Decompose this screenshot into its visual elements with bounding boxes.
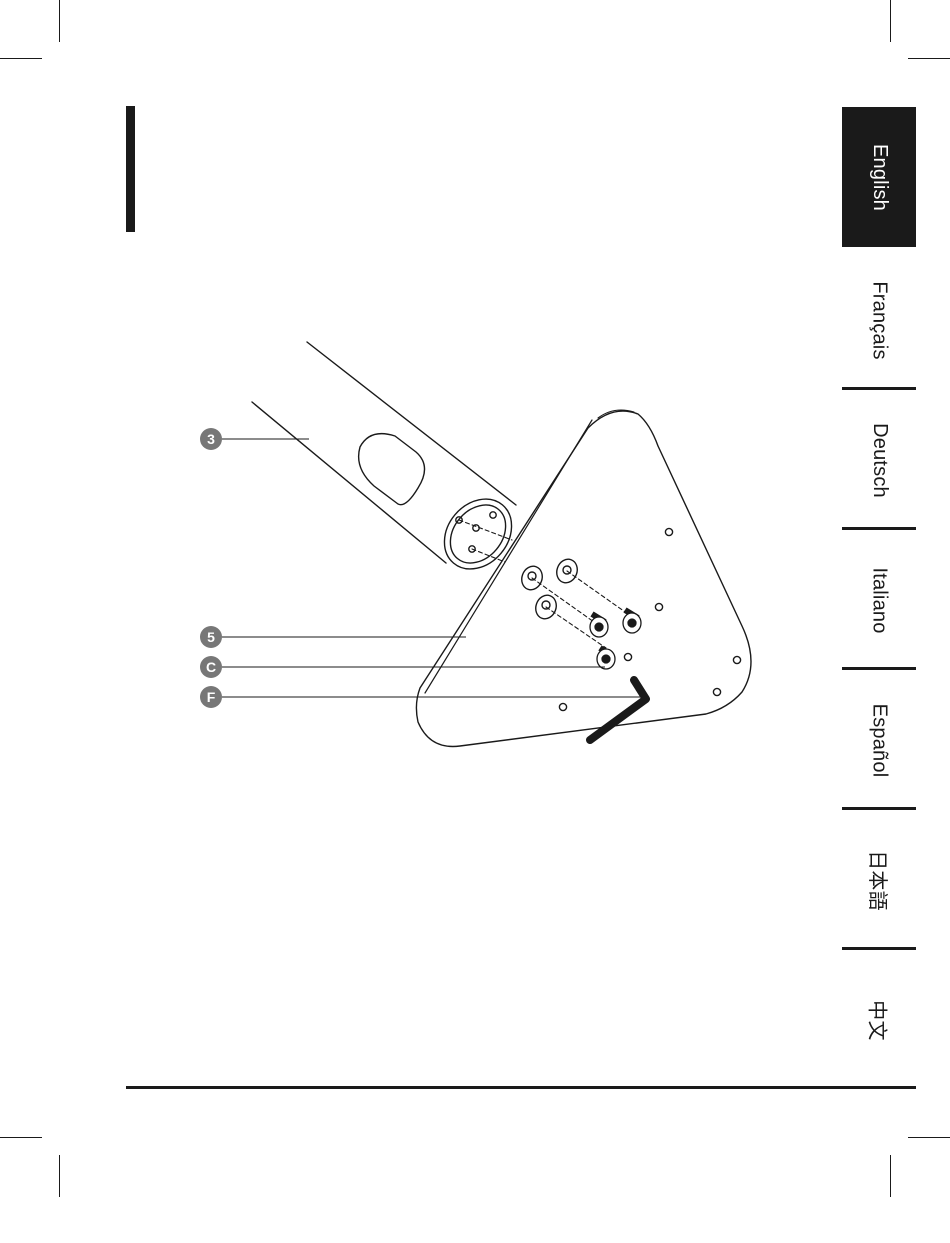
pole-screw-hole bbox=[490, 512, 496, 518]
mounting-hole bbox=[655, 603, 662, 610]
callout-label: F bbox=[207, 689, 216, 705]
mounting-hole bbox=[713, 688, 720, 695]
callout-screw: C bbox=[200, 656, 222, 678]
screw bbox=[590, 614, 608, 637]
mounting-hole bbox=[665, 528, 672, 535]
callout-label: 5 bbox=[207, 629, 215, 645]
mounting-hole bbox=[733, 656, 740, 663]
mounting-hole bbox=[559, 703, 566, 710]
callout-label: 3 bbox=[207, 431, 215, 447]
screw bbox=[597, 648, 615, 669]
mounting-hole bbox=[624, 653, 631, 660]
base-plate bbox=[416, 410, 751, 747]
pole-end-outer bbox=[431, 486, 526, 583]
screws bbox=[590, 610, 641, 669]
callout-leaders bbox=[222, 439, 641, 697]
screw bbox=[623, 610, 641, 633]
pole bbox=[252, 342, 525, 582]
callout-base: 5 bbox=[200, 626, 222, 648]
callout-label: C bbox=[206, 659, 216, 675]
hex-key bbox=[590, 680, 646, 740]
callout-pole: 3 bbox=[200, 428, 222, 450]
pole-cutout bbox=[359, 434, 425, 505]
callout-hex-key: F bbox=[200, 686, 222, 708]
